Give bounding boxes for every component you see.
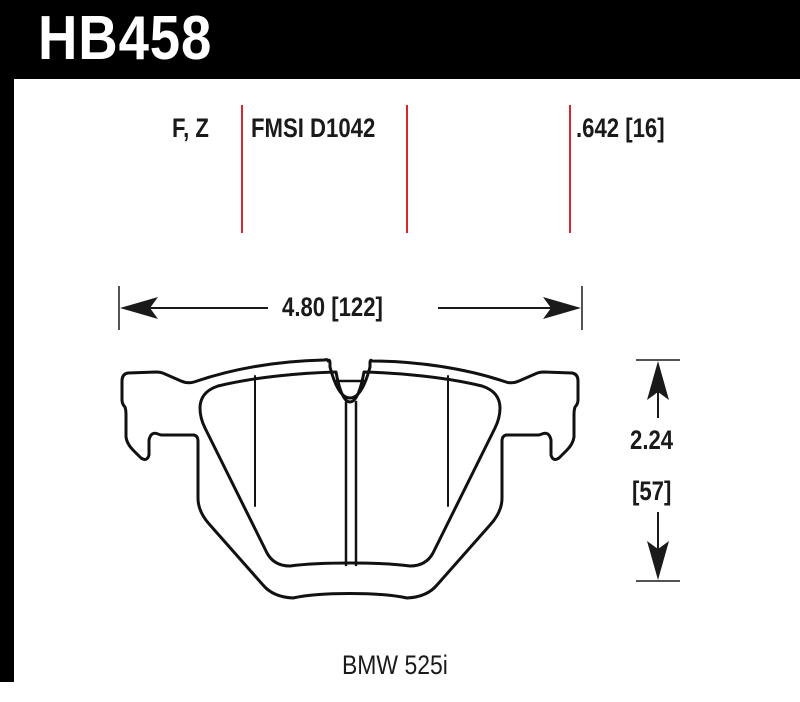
backing-plate-contour [120, 358, 580, 600]
arrow-right-icon [543, 297, 581, 319]
thickness-label: .642 [16] [576, 113, 665, 143]
fmsi-number-label: FMSI D1042 [251, 113, 376, 143]
arrow-left-icon [120, 297, 158, 319]
pad-drawing-final [120, 358, 580, 600]
header-bar [0, 0, 800, 79]
part-number-title: HB458 [38, 4, 213, 73]
arrow-up-icon [647, 361, 669, 400]
height-dimension-metric: [57] [632, 476, 672, 506]
width-dimension-label: 4.80 [122] [282, 292, 383, 322]
friction-pad [198, 370, 502, 568]
left-border-rail [0, 0, 14, 682]
height-dimension-value: 2.24 [630, 425, 674, 455]
width-dimension-arrow [118, 286, 583, 330]
spec-divider-lines [241, 105, 571, 233]
height-dimension-arrow [636, 359, 680, 582]
friction-material-edge [198, 370, 502, 568]
compound-codes-label: F, Z [172, 113, 209, 143]
arrow-down-icon [647, 541, 669, 580]
vehicle-application-label: BMW 525i [342, 650, 448, 680]
